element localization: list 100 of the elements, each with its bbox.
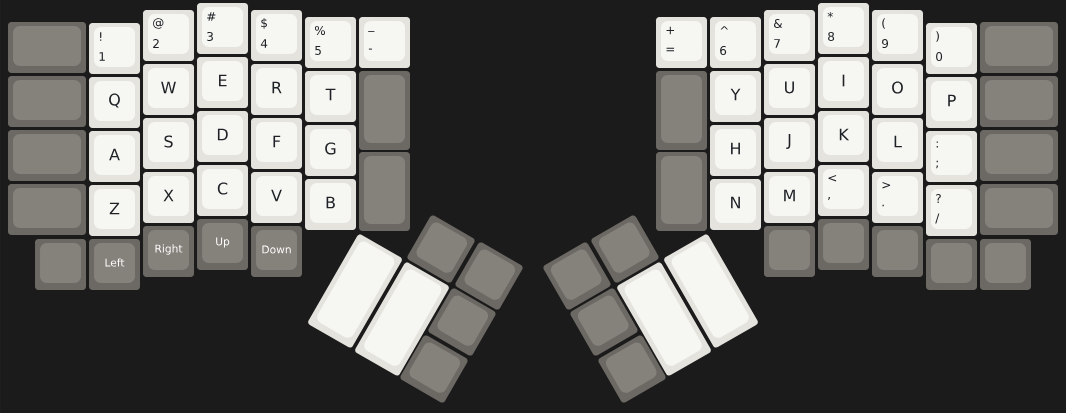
node-label: - [368, 48, 373, 50]
keycap [926, 239, 977, 290]
node-label: V [271, 189, 282, 202]
node-label: I [842, 74, 845, 87]
keycap [872, 226, 923, 277]
node-label: L [894, 135, 902, 148]
keycap [656, 152, 707, 231]
keycap: S [143, 118, 194, 169]
keycap: N [710, 179, 761, 230]
node-label: 1 [99, 52, 105, 61]
keycap: G [305, 125, 356, 176]
node-label: / [935, 213, 940, 224]
node-label: Y [730, 88, 741, 101]
keycap [359, 71, 410, 150]
keycap [980, 184, 1058, 235]
keycap [764, 226, 815, 277]
node-label: K [839, 128, 850, 141]
keycap: ) 0 [926, 23, 977, 74]
keycap: T [305, 71, 356, 122]
keycap: E [197, 57, 248, 108]
keycap: W [143, 64, 194, 115]
node-label: @ [153, 18, 164, 29]
node-label: Q [109, 93, 120, 108]
keycap: + = [656, 17, 707, 68]
node-label: + [666, 26, 675, 35]
node-label: . [882, 204, 884, 207]
keycap: Down [251, 226, 302, 277]
keycap: ! 1 [89, 23, 140, 74]
node-label: # [207, 12, 216, 21]
keycap: ( 9 [872, 10, 923, 61]
keycap: U [764, 64, 815, 115]
keycap: L [872, 118, 923, 169]
keycap [359, 152, 410, 231]
node-label: < [828, 175, 837, 182]
keycap: A [89, 131, 140, 182]
keycap [35, 239, 86, 290]
node-label: J [786, 134, 791, 149]
keycap: > . [872, 172, 923, 223]
node-label: > [882, 182, 891, 189]
keycap: ^ 6 [710, 17, 761, 68]
keycap: Q [89, 77, 140, 128]
keycap [8, 22, 86, 73]
node-label: 9 [882, 38, 889, 49]
node-label: T [325, 88, 336, 101]
keycap: C [197, 165, 248, 216]
node-label: ! [100, 32, 102, 41]
node-label: H [731, 142, 740, 155]
node-label: P [948, 94, 956, 107]
keycap [980, 76, 1058, 127]
node-label: X [163, 189, 174, 202]
keycap: I [818, 57, 869, 108]
node-label: 5 [315, 46, 321, 55]
keycap: J [764, 118, 815, 169]
keycap [8, 76, 86, 127]
keycap: $ 4 [251, 10, 302, 61]
keycap: # 3 [197, 3, 248, 54]
node-label: ; [936, 160, 938, 169]
keycap: M [764, 172, 815, 223]
node-label: * [827, 12, 833, 18]
keycap: F [251, 118, 302, 169]
node-label: ? [936, 194, 941, 203]
node-label: W [161, 81, 176, 94]
keycap: B [305, 179, 356, 230]
node-label: G [325, 142, 336, 155]
node-label: U [785, 81, 794, 94]
node-label: ^ [720, 26, 729, 30]
node-label: N [731, 196, 740, 209]
keycap [980, 22, 1058, 73]
node-label: C [217, 182, 228, 195]
keycap: * 8 [818, 3, 869, 54]
node-label: ( [882, 18, 885, 29]
keycap [8, 130, 86, 181]
keycap: @ 2 [143, 10, 194, 61]
keycap [980, 239, 1031, 290]
node-label: M [784, 189, 795, 202]
node-label: 0 [936, 51, 943, 62]
keycap: & 7 [764, 10, 815, 61]
node-label: S [164, 135, 173, 148]
node-label: % [314, 25, 326, 36]
keycap: Y [710, 71, 761, 122]
node-label: F [273, 135, 281, 148]
keycap: _ - [359, 17, 410, 68]
node-label: _ [368, 31, 375, 32]
node-label: & [774, 18, 783, 29]
node-label: O [892, 81, 903, 94]
keycap: D [197, 111, 248, 162]
keycap: V [251, 172, 302, 223]
node-label: A [109, 148, 120, 161]
keycap: R [251, 64, 302, 115]
node-label: 3 [207, 31, 213, 42]
node-label: Z [109, 202, 120, 215]
node-label: E [219, 74, 227, 87]
keycap: < , [818, 165, 869, 216]
keycap: % 5 [305, 17, 356, 68]
node-label: = [666, 47, 675, 52]
keycap: H [710, 125, 761, 176]
keycap: X [143, 172, 194, 223]
keycap: : ; [926, 131, 977, 182]
node-label: 8 [828, 31, 835, 42]
keycap: Right [143, 226, 194, 277]
